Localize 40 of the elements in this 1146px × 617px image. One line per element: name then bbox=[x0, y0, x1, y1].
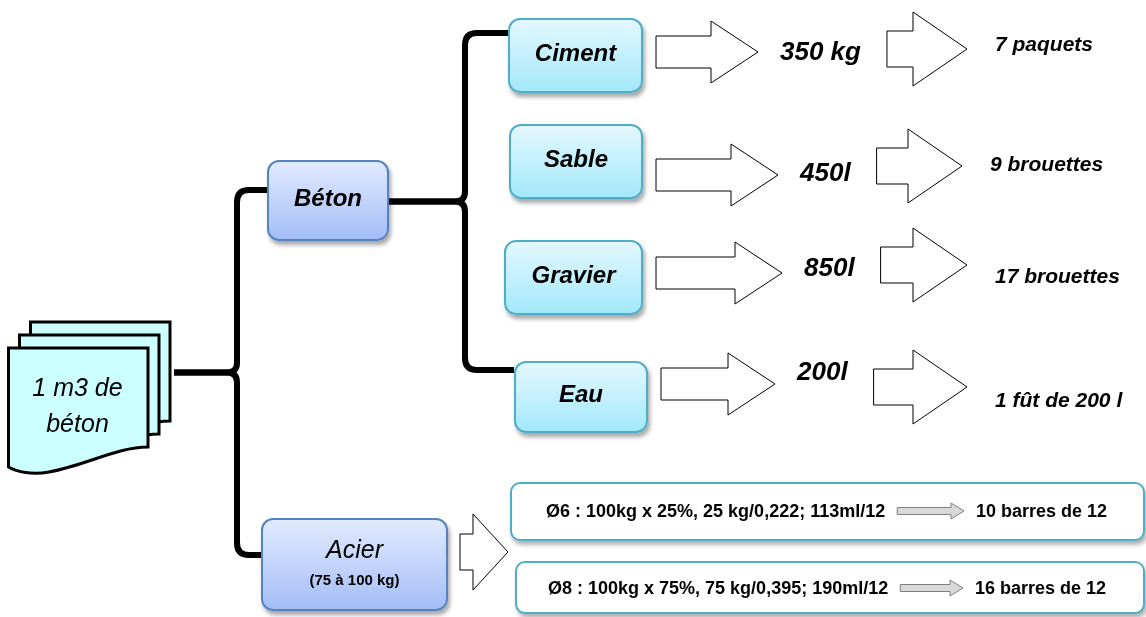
category-label: Béton bbox=[294, 183, 362, 212]
brace-connector bbox=[389, 198, 514, 373]
count-label: 1 fût de 200 l bbox=[995, 387, 1123, 413]
quantity-label: 450l bbox=[800, 158, 851, 188]
weight-range-label: (75 à 100 kg) bbox=[309, 571, 400, 589]
block-arrow bbox=[459, 513, 509, 591]
material-box bbox=[504, 240, 643, 315]
material-label: Gravier bbox=[531, 260, 616, 289]
block-arrow bbox=[655, 20, 759, 84]
material-box bbox=[509, 124, 643, 199]
quantity-label: 350 kg bbox=[780, 37, 861, 67]
count-label: 9 brouettes bbox=[990, 151, 1104, 177]
material-label: Sable bbox=[544, 144, 608, 173]
material-box bbox=[508, 18, 643, 93]
material-label: Ciment bbox=[534, 38, 617, 67]
block-arrow bbox=[873, 349, 968, 425]
document-label: 1 m3 de béton bbox=[31, 372, 124, 439]
block-arrow bbox=[655, 143, 779, 207]
material-label: Eau bbox=[559, 380, 603, 408]
block-arrow bbox=[886, 11, 968, 87]
category-label: Acier bbox=[326, 534, 383, 564]
block-arrow bbox=[660, 352, 776, 416]
material-box bbox=[514, 361, 648, 433]
calculation-text: Ø6 : 100kg x 25%, 25 kg/0,222; 113ml/12 bbox=[546, 500, 886, 522]
quantity-label: 200l bbox=[797, 357, 848, 387]
calculation-text: Ø8 : 100kg x 75%, 75 kg/0,395; 190ml/12 bbox=[548, 577, 889, 599]
result-label: 16 barres de 12 bbox=[975, 577, 1107, 599]
block-arrow bbox=[655, 241, 783, 305]
block-arrow bbox=[896, 502, 965, 520]
count-label: 17 brouettes bbox=[995, 263, 1120, 289]
block-arrow bbox=[899, 579, 964, 597]
quantity-label: 850l bbox=[804, 253, 855, 283]
category-box bbox=[267, 160, 389, 241]
result-label: 10 barres de 12 bbox=[976, 500, 1108, 522]
block-arrow bbox=[876, 128, 963, 204]
result-box bbox=[515, 561, 1145, 614]
count-label: 7 paquets bbox=[995, 31, 1094, 57]
category-box bbox=[261, 518, 448, 611]
result-box bbox=[510, 482, 1145, 541]
block-arrow bbox=[880, 227, 968, 303]
